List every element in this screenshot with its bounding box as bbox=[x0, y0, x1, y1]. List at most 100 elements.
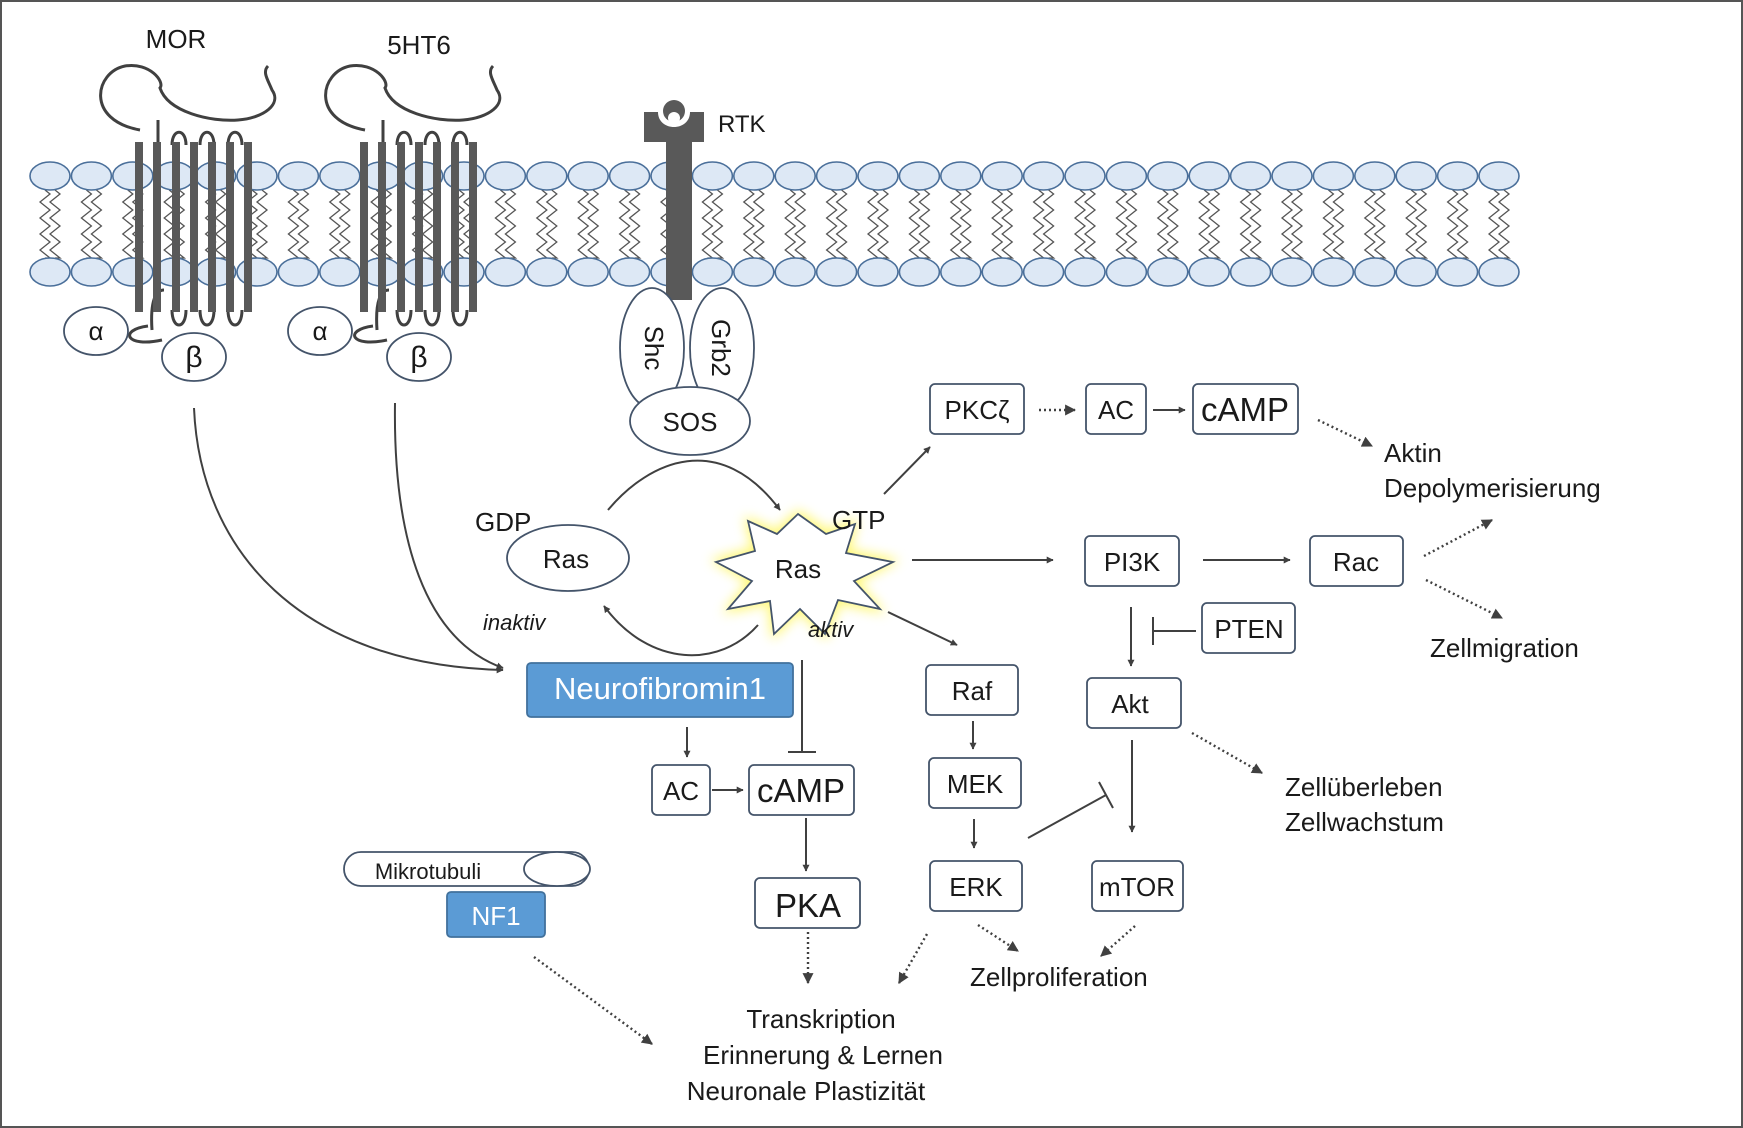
grb2-label: Grb2 bbox=[706, 319, 736, 377]
lipid-tail bbox=[1487, 189, 1501, 259]
5ht6-helix-1 bbox=[360, 142, 368, 312]
mor-beta-label: β bbox=[185, 341, 202, 374]
arrow-erk-to-zellproliferation bbox=[977, 923, 1019, 953]
lipid-head bbox=[732, 257, 775, 287]
lipid-tail bbox=[866, 189, 880, 259]
pi3k-branch: PI3K Rac PTEN Akt mTOR bbox=[1084, 535, 1404, 912]
pkcz-box bbox=[929, 383, 1025, 435]
lipid-head bbox=[1105, 161, 1148, 191]
mor-helix-3 bbox=[172, 142, 180, 312]
lipid-head bbox=[608, 257, 651, 287]
lipid-tail bbox=[1166, 189, 1180, 259]
lipid-tail bbox=[1115, 189, 1129, 259]
lipid-head bbox=[484, 257, 527, 287]
lipid-tail bbox=[421, 189, 435, 259]
neurofibromin1-box bbox=[526, 662, 794, 718]
ac-right-label: AC bbox=[1098, 395, 1134, 425]
adaptor-complex: Shc Grb2 SOS bbox=[619, 287, 755, 456]
5ht6-alpha-label: α bbox=[312, 316, 327, 346]
lipid-tail bbox=[618, 189, 632, 259]
lipid-tail bbox=[794, 189, 808, 259]
lipid-tail bbox=[1446, 189, 1460, 259]
lipid-head bbox=[236, 161, 278, 191]
mor-beta-subunit bbox=[161, 332, 227, 382]
lipid-head bbox=[1147, 257, 1189, 287]
5ht6-helix-5 bbox=[433, 142, 441, 312]
lipid-head bbox=[277, 161, 320, 191]
arrow-ras-inactivation bbox=[603, 605, 759, 657]
lipid-head bbox=[691, 257, 734, 287]
lipid-head bbox=[1436, 257, 1479, 287]
5ht6-helix-4 bbox=[415, 142, 423, 312]
outcome-zellmigration: Zellmigration bbox=[1430, 633, 1579, 663]
lipid-tail bbox=[1208, 189, 1222, 259]
lipid-head bbox=[1229, 161, 1272, 191]
lipid-head bbox=[898, 257, 941, 287]
lipid-head bbox=[525, 161, 568, 191]
lipid-head bbox=[691, 161, 734, 191]
lipid-tail bbox=[80, 189, 94, 259]
lipid-head bbox=[1312, 161, 1355, 191]
nf1-label: NF1 bbox=[471, 901, 520, 931]
lipid-head bbox=[1312, 257, 1355, 287]
lipid-head bbox=[112, 161, 154, 191]
akt-label: Akt bbox=[1111, 689, 1149, 719]
mtor-label: mTOR bbox=[1099, 872, 1175, 902]
lipid-tail bbox=[587, 189, 601, 259]
lipid-tail bbox=[328, 189, 342, 259]
arrow-mtor-to-zellproliferation bbox=[1100, 925, 1136, 957]
ac-left-label: AC bbox=[663, 776, 699, 806]
lipid-head bbox=[1064, 257, 1106, 287]
mor-helix-2 bbox=[153, 142, 161, 312]
lipid-tail bbox=[338, 189, 352, 259]
outcome-transkription-line2: Erinnerung & Lernen bbox=[703, 1040, 943, 1070]
camp-left-label: cAMP bbox=[757, 772, 845, 809]
lipid-tail bbox=[214, 189, 228, 259]
lipid-head bbox=[1354, 257, 1396, 287]
lipid-head bbox=[1436, 161, 1479, 191]
lipid-head bbox=[857, 257, 899, 287]
raf-box bbox=[925, 664, 1019, 716]
5ht6-helix-7 bbox=[469, 142, 477, 312]
sos-label: SOS bbox=[663, 407, 718, 437]
lipid-tail bbox=[90, 189, 104, 259]
outcome-aktin-line2: Depolymerisierung bbox=[1384, 473, 1601, 503]
lipid-head bbox=[525, 257, 568, 287]
arrow-erk-to-transkription bbox=[897, 933, 929, 984]
lipid-tail bbox=[1322, 189, 1336, 259]
lipid-head bbox=[1271, 257, 1313, 287]
inactive-state-label: inaktiv bbox=[483, 610, 547, 635]
lipid-head bbox=[1022, 257, 1065, 287]
5ht6-receptor: 5HT6 α β bbox=[287, 30, 502, 382]
mikrotubuli-label: Mikrotubuli bbox=[375, 859, 481, 884]
lipid-tail bbox=[628, 189, 642, 259]
lipid-head bbox=[318, 257, 361, 287]
mapk-branch: Raf MEK ERK bbox=[925, 664, 1023, 912]
lipid-tail bbox=[1156, 189, 1170, 259]
lipid-head bbox=[1478, 257, 1520, 287]
lipid-head bbox=[1147, 161, 1189, 191]
lipid-head bbox=[318, 161, 361, 191]
pkcz-branch: PKCζ AC cAMP bbox=[929, 383, 1299, 435]
sos-protein bbox=[629, 386, 751, 456]
camp-right-label: cAMP bbox=[1201, 391, 1289, 428]
lipid-head bbox=[443, 257, 485, 287]
lipid-head bbox=[1271, 161, 1313, 191]
connections bbox=[193, 402, 1503, 1045]
arrow-ras-to-raf bbox=[887, 611, 958, 646]
lipid-tail bbox=[504, 189, 518, 259]
mor-alpha-subunit bbox=[63, 306, 129, 356]
lipid-head bbox=[567, 257, 610, 287]
lipid-tail bbox=[1290, 189, 1304, 259]
inhibit-pten bbox=[1152, 617, 1196, 645]
raf-label: Raf bbox=[952, 676, 993, 706]
lipid-tail bbox=[1083, 189, 1097, 259]
lipid-head bbox=[29, 257, 71, 287]
lipid-tail bbox=[959, 189, 973, 259]
ras-active-label: Ras bbox=[775, 554, 821, 584]
lipid-head bbox=[1105, 257, 1148, 287]
lipid-head bbox=[70, 161, 113, 191]
outcome-zellueberleben-line1: Zellüberleben bbox=[1285, 772, 1443, 802]
mor-helix-1 bbox=[135, 142, 143, 312]
lipid-head bbox=[774, 257, 817, 287]
